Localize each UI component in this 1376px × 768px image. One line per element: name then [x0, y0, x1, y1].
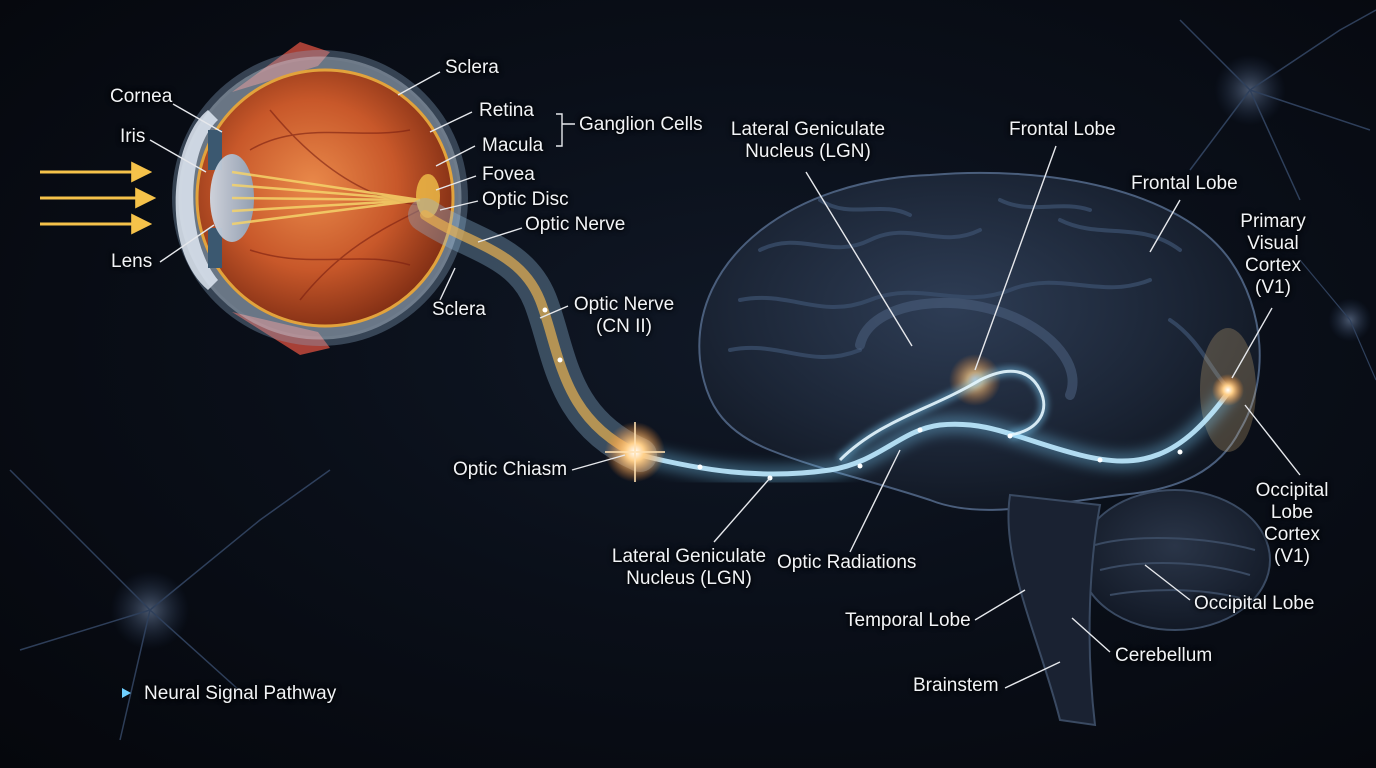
label-sclera-bottom: Sclera [432, 299, 486, 320]
label-sclera-top: Sclera [445, 57, 499, 78]
background-neurons [9, 9, 1376, 741]
label-optic-chiasm: Optic Chiasm [453, 459, 568, 480]
label-brainstem: Brainstem [913, 675, 999, 696]
label-occipital-lobe: Occipital Lobe [1194, 593, 1315, 614]
neural-pathway [542, 307, 1244, 484]
optic-nerve-bundle [408, 198, 657, 472]
label-lens: Lens [111, 251, 153, 272]
label-retina: Retina [479, 100, 534, 121]
label-frontal-lobe-right: Frontal Lobe [1131, 173, 1238, 194]
label-temporal-lobe: Temporal Lobe [845, 610, 971, 631]
label-optic-nerve-cn-ii: Optic Nerve(CN II) [573, 294, 675, 337]
label-optic-disc: Optic Disc [482, 189, 569, 210]
eyeball [172, 42, 468, 355]
leader-lines [149, 71, 1301, 689]
label-macula: Macula [482, 135, 544, 156]
label-frontal-lobe-top: Frontal Lobe [1009, 119, 1116, 140]
label-cornea: Cornea [110, 86, 173, 107]
label-ganglion-cells: Ganglion Cells [579, 114, 703, 135]
legend-swatch [52, 688, 131, 698]
incoming-light-rays [40, 161, 157, 235]
brain [698, 171, 1271, 727]
label-cerebellum: Cerebellum [1115, 645, 1213, 666]
legend-label: Neural Signal Pathway [144, 683, 337, 704]
label-optic-nerve: Optic Nerve [525, 214, 626, 235]
label-fovea: Fovea [482, 164, 535, 185]
label-iris: Iris [120, 126, 146, 147]
label-optic-radiations: Optic Radiations [777, 552, 917, 573]
